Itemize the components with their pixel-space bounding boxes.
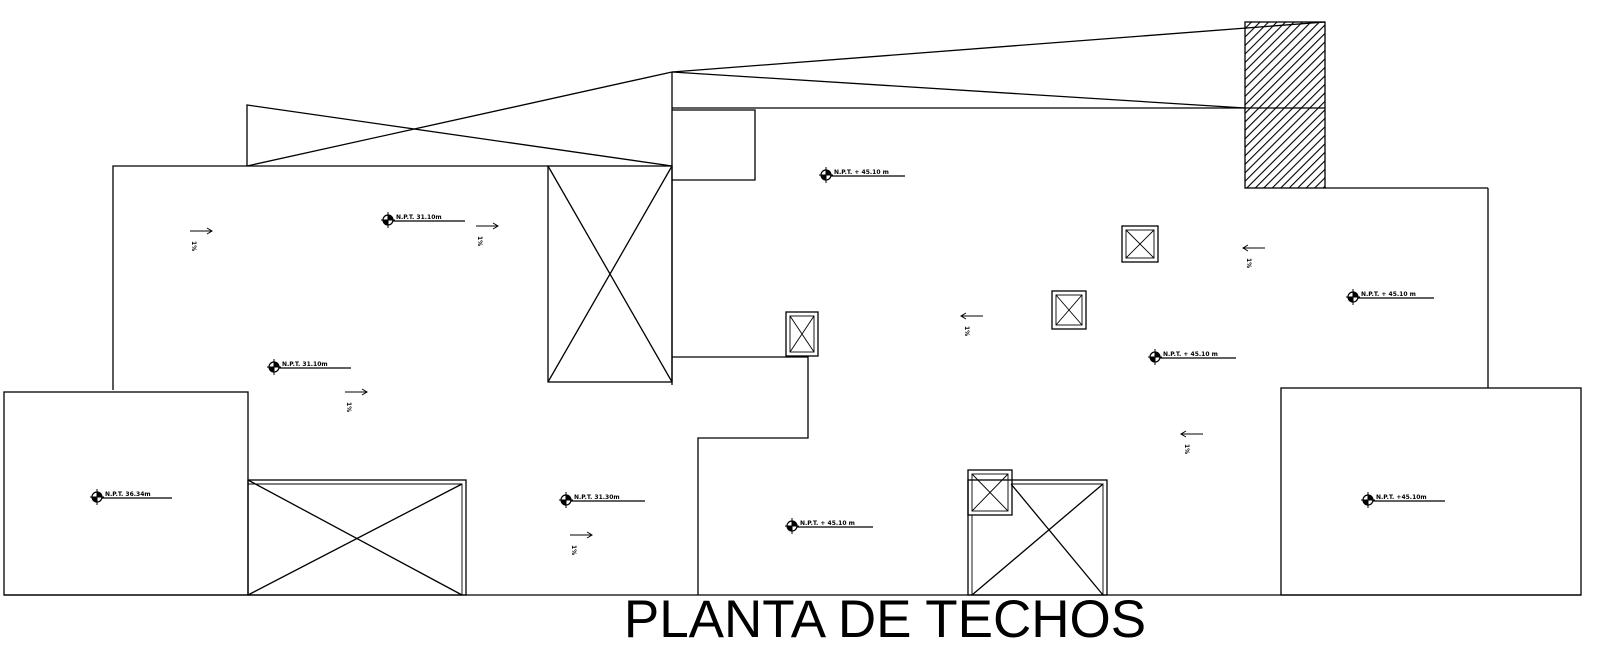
- level-label: N.P.T. + 45.10 m: [1361, 291, 1416, 298]
- slope-arrow: 1%: [345, 388, 368, 412]
- skylight-3: [1121, 225, 1159, 263]
- skylight-2: [1051, 290, 1087, 330]
- skylight-4: [967, 469, 1013, 516]
- level-marker: N.P.T. 31.10m: [381, 212, 465, 228]
- slope-label: 1%: [570, 545, 577, 555]
- level-label: N.P.T. + 45.10 m: [800, 520, 855, 527]
- slope-label: 1%: [190, 241, 197, 251]
- level-label: N.P.T. 31.30m: [574, 494, 620, 501]
- slope-arrow: 1%: [960, 312, 983, 336]
- stair-box-right: [967, 479, 1108, 596]
- level-label: N.P.T. 31.10m: [396, 214, 442, 221]
- level-label: N.P.T. 36.34m: [105, 491, 151, 498]
- slope-arrow: 1%: [476, 222, 499, 246]
- slope-label: 1%: [963, 326, 970, 336]
- level-label: N.P.T. 31.10m: [282, 361, 328, 368]
- level-marker: N.P.T. 36.34m: [90, 489, 172, 505]
- slope-label: 1%: [345, 402, 352, 412]
- stair-box-left: [247, 479, 467, 596]
- slope-label: 1%: [476, 236, 483, 246]
- slope-label: 1%: [1245, 258, 1252, 268]
- slope-label: 1%: [1183, 444, 1190, 454]
- slope-arrow: 1%: [1242, 244, 1265, 268]
- level-marker: N.P.T. 31.10m: [267, 359, 351, 375]
- level-label: N.P.T. + 45.10 m: [1163, 351, 1218, 358]
- slope-arrow: 1%: [1180, 430, 1203, 454]
- level-marker: N.P.T. + 45.10 m: [1148, 349, 1236, 365]
- skylight-1: [785, 311, 819, 357]
- level-marker: N.P.T. + 45.10 m: [1346, 289, 1434, 305]
- level-label: N.P.T. + 45.10 m: [834, 169, 889, 176]
- level-marker: N.P.T. + 45.10 m: [819, 167, 905, 183]
- slope-arrow: 1%: [570, 531, 593, 555]
- drawing-title: PLANTA DE TECHOS: [623, 590, 1147, 649]
- level-marker: N.P.T. + 45.10 m: [785, 518, 873, 534]
- building-outline: [3, 21, 1582, 596]
- hatched-chimney: [1244, 21, 1326, 189]
- level-marker: N.P.T. +45.10m: [1361, 492, 1445, 508]
- level-label: N.P.T. +45.10m: [1376, 494, 1427, 501]
- slope-arrow: 1%: [190, 227, 213, 251]
- level-marker: N.P.T. 31.30m: [559, 492, 645, 508]
